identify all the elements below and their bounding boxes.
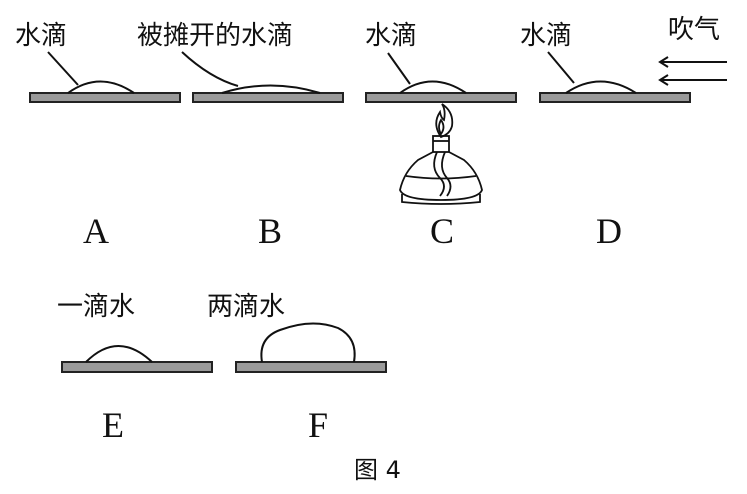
panel-b-label: 被摊开的水滴: [137, 21, 293, 51]
panel-a-label: 水滴: [15, 21, 67, 51]
panel-a-leader-line: [47, 51, 79, 86]
panel-d-plate: [539, 92, 691, 103]
figure-caption: 图 4: [354, 456, 401, 484]
panel-a: 水滴 A: [15, 21, 181, 251]
flame-icon: [435, 103, 454, 139]
panel-c-letter: C: [430, 211, 454, 251]
panel-b-letter: B: [258, 211, 282, 251]
inner-flame-icon: [438, 118, 445, 136]
blow-air-label: 吹气: [668, 15, 720, 45]
panel-e: 一滴水 E: [57, 292, 213, 445]
panel-d: 水滴 吹气 D: [520, 15, 727, 251]
panel-c-water-drop: [399, 80, 467, 94]
panel-b: 被摊开的水滴 B: [137, 21, 344, 251]
panel-e-label: 一滴水: [57, 292, 135, 322]
panel-f-plate: [235, 361, 387, 373]
panel-d-leader-line: [547, 51, 575, 84]
lamp-neck: [432, 135, 450, 153]
lamp-base: [401, 194, 481, 205]
panel-d-label: 水滴: [520, 21, 572, 51]
alcohol-lamp-icon: [399, 103, 483, 205]
panel-b-plate: [192, 92, 344, 103]
panel-c: 水滴 C: [365, 21, 517, 251]
lamp-body: [399, 151, 483, 201]
panel-e-plate: [61, 361, 213, 373]
panel-b-spread-water-drop: [221, 84, 321, 94]
panel-e-water-drop: [85, 345, 153, 363]
panel-f-label: 两滴水: [207, 292, 285, 322]
panel-c-leader-line: [387, 52, 411, 85]
panel-c-plate: [365, 92, 517, 103]
panel-a-plate: [29, 92, 181, 103]
panel-a-water-drop: [67, 80, 135, 94]
panel-f: 两滴水 F: [207, 292, 387, 445]
panel-f-letter: F: [308, 405, 328, 445]
panel-a-letter: A: [83, 211, 109, 251]
panel-c-label: 水滴: [365, 21, 417, 51]
airflow-arrows-icon: [658, 56, 727, 86]
panel-d-letter: D: [596, 211, 622, 251]
panel-f-water-drop: [260, 322, 356, 363]
lamp-wick: [433, 151, 445, 197]
panel-e-letter: E: [102, 405, 124, 445]
panel-d-water-drop: [565, 80, 637, 94]
panel-b-leader-line: [181, 51, 239, 87]
